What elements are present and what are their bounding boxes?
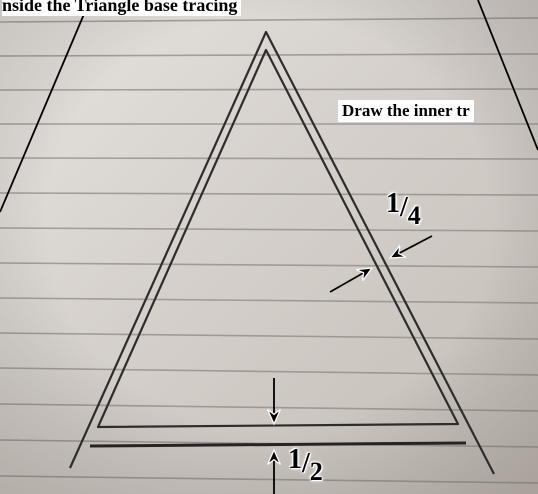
left-callout-pointer bbox=[0, 0, 91, 213]
side-offset-denominator: 4 bbox=[407, 201, 421, 230]
base-offset-denominator: 2 bbox=[309, 457, 323, 486]
inner-triangle-caption: Draw the inner tr bbox=[338, 100, 474, 122]
base-offset-label: 1/2 bbox=[288, 446, 323, 485]
outer-triangle-tracing bbox=[68, 30, 495, 475]
outer-tracing-caption: nside the Triangle base tracing bbox=[2, 0, 242, 16]
side-offset-numerator: 1 bbox=[386, 188, 400, 219]
fraction-slash: / bbox=[400, 192, 408, 223]
fraction-slash: / bbox=[302, 448, 310, 479]
side-offset-label: 1/4 bbox=[386, 190, 421, 229]
base-tracing-line bbox=[89, 441, 467, 448]
side-offset-arrow-outer bbox=[390, 235, 433, 259]
base-offset-numerator: 1 bbox=[288, 444, 302, 475]
side-offset-arrow-inner bbox=[329, 268, 372, 293]
right-callout-pointer bbox=[477, 0, 538, 151]
